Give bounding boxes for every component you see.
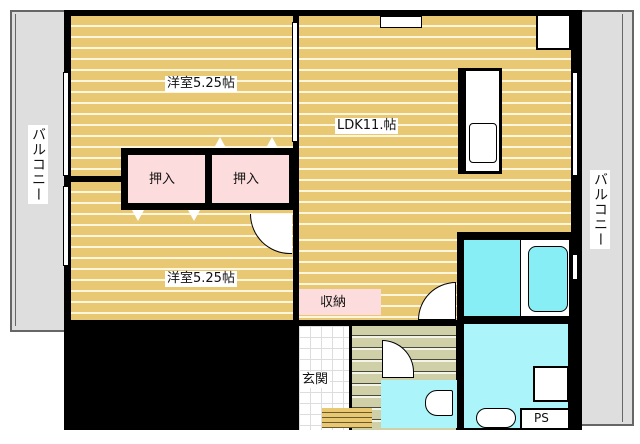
top-vent [380,16,422,28]
toilet-door[interactable] [382,340,414,378]
window-right [572,72,578,176]
window-bath [572,254,578,280]
bathtub [528,246,568,312]
western-room-bottom-label: 洋室5.25帖 [165,271,237,287]
closet-right-label: 押入 [231,172,262,188]
sink [469,123,497,163]
closet-door-marker [214,137,226,148]
window-left-bottom [63,186,69,266]
ldk-label: LDK11.帖 [335,118,399,134]
entrance-label: 玄関 [300,372,331,388]
closet-door-marker [188,210,200,221]
pipe-space-label: PS [534,411,549,425]
pipe-space [520,408,570,430]
closet-left-label: 押入 [147,172,178,188]
fridge-space [536,14,571,50]
closet-door-marker [132,210,144,221]
vanity-sink [476,408,516,428]
entrance-step [322,408,372,428]
closet-door-marker [266,137,278,148]
sliding-door [292,22,298,142]
window-left-top [63,72,69,176]
toilet [425,390,453,416]
western-room-top-label: 洋室5.25帖 [165,76,237,92]
washing-machine [533,366,569,402]
storage-label: 収納 [318,295,349,311]
balcony-left-label: バルコニー [28,125,48,204]
shower-area [464,240,520,316]
balcony-right-label: バルコニー [590,170,610,249]
